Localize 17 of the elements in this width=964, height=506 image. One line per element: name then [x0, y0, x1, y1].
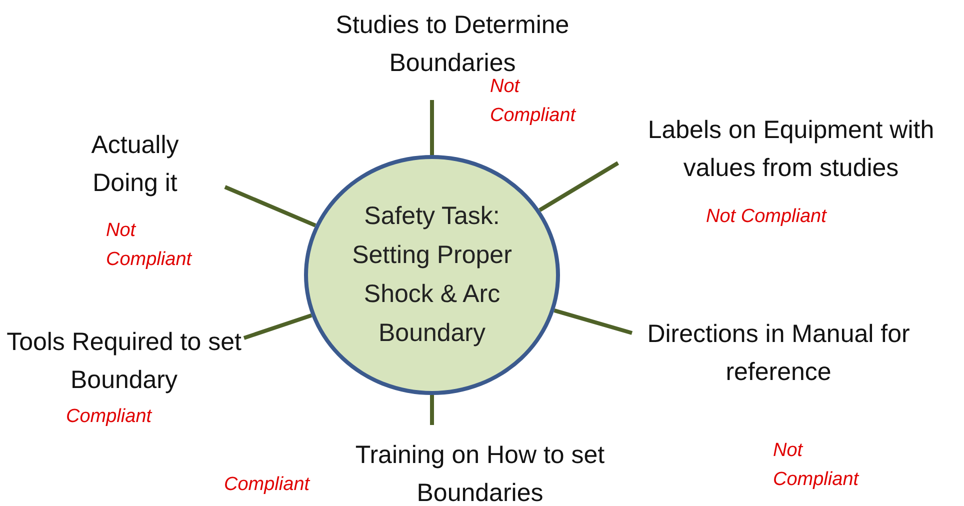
topic-label: Directions in Manual for reference — [646, 319, 911, 388]
topic-label: Training on How to set Boundaries — [354, 440, 606, 506]
status-label: Not Compliant — [106, 219, 194, 272]
spoke-line — [538, 161, 620, 212]
topic-label: Tools Required to set Boundary — [6, 327, 242, 396]
topic-label: Labels on Equipment with values from studies — [646, 115, 936, 184]
status-label: Compliant — [66, 405, 154, 429]
status-label: Not Compliant — [773, 439, 860, 492]
status-label: Compliant — [224, 473, 312, 497]
spoke-line — [430, 395, 434, 425]
spoke-line — [243, 314, 312, 340]
topic-label: Actually Doing it — [90, 130, 180, 199]
spoke-line — [224, 185, 316, 228]
spoke-line — [554, 308, 633, 335]
center-label: Safety Task: Setting Proper Shock & Arc Boundary — [351, 201, 513, 349]
spoke-line — [430, 100, 434, 155]
status-label: Not Compliant — [706, 205, 828, 229]
